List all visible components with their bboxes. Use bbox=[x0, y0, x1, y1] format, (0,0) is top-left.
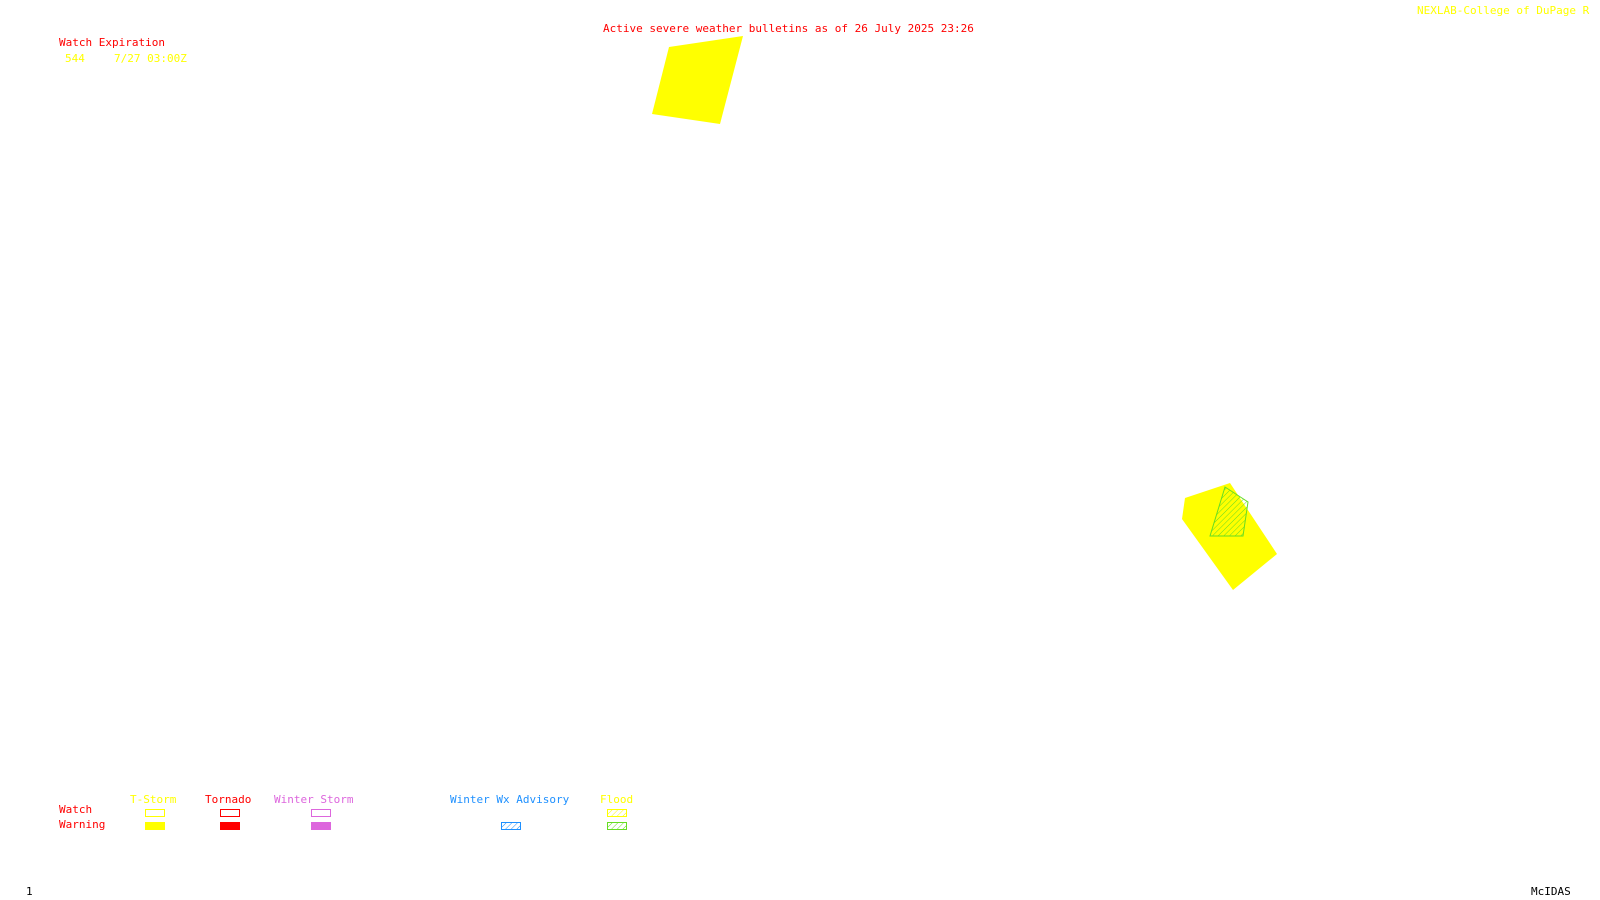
flood-warning-polygon[interactable] bbox=[1209, 486, 1249, 537]
legend-flood-warning-swatch bbox=[607, 822, 627, 830]
legend-tornado-label: Tornado bbox=[205, 793, 252, 806]
watch-expiry-time: 7/27 03:00Z bbox=[114, 52, 187, 65]
legend-tstorm-watch-swatch bbox=[145, 809, 165, 817]
legend-row-label-warning: Warning bbox=[59, 818, 106, 831]
watch-number[interactable]: 544 bbox=[65, 52, 85, 65]
legend-winter-storm-warning-swatch bbox=[311, 822, 331, 830]
tstorm-watch-polygon-north[interactable] bbox=[652, 36, 743, 124]
legend-winter-wx-advisory-swatch bbox=[501, 822, 521, 830]
credit-label: NEXLAB-College of DuPage R bbox=[1417, 4, 1590, 17]
frame-number: 1 bbox=[26, 885, 33, 898]
legend-flood-watch-swatch bbox=[607, 809, 627, 817]
legend-winter-wx-advisory-label: Winter Wx Advisory bbox=[450, 793, 570, 806]
legend-flood-label: Flood bbox=[600, 793, 634, 806]
legend-tstorm-warning-swatch bbox=[145, 822, 165, 830]
legend-row-label-watch: Watch bbox=[59, 803, 93, 816]
legend-winter-storm-label: Winter Storm bbox=[274, 793, 354, 806]
legend-tornado-warning-swatch bbox=[220, 822, 240, 830]
watch-expiration-heading: Watch Expiration bbox=[59, 36, 165, 49]
legend-tornado-watch-swatch bbox=[220, 809, 240, 817]
legend-winter-storm-watch-swatch bbox=[311, 809, 331, 817]
software-label: McIDAS bbox=[1531, 885, 1571, 898]
page-title: Active severe weather bulletins as of 26… bbox=[603, 22, 974, 35]
legend-tstorm-label: T-Storm bbox=[130, 793, 177, 806]
